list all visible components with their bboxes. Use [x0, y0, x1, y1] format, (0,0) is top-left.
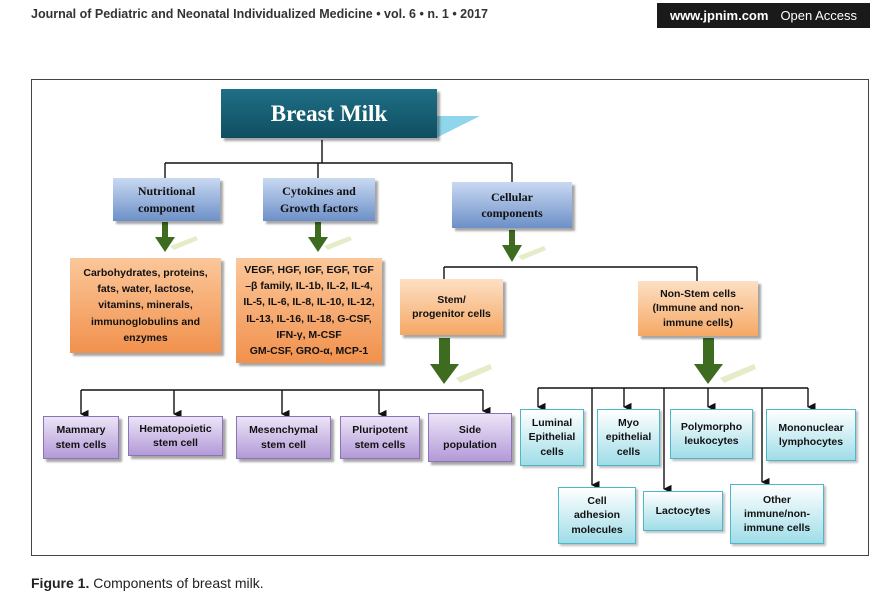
stem-progenitor-cells-box: Stem/ progenitor cells	[400, 279, 503, 335]
open-access-badge[interactable]: www.jpnim.com Open Access	[657, 3, 870, 28]
cytokines-detail-box: VEGF, HGF, IGF, EGF, TGF –β family, IL-1…	[236, 258, 382, 363]
mononuclear-lymphocytes-box: Mononuclear lymphocytes	[766, 409, 856, 461]
cell-adhesion-molecules-box: Cell adhesion molecules	[558, 487, 636, 544]
pluripotent-stem-cells-box: Pluripotent stem cells	[340, 416, 420, 459]
figure-caption-label: Figure 1.	[31, 575, 90, 591]
cellular-components-box: Cellular components	[452, 182, 572, 228]
journal-header: Journal of Pediatric and Neonatal Indivi…	[31, 7, 488, 21]
side-population-box: Side population	[428, 413, 512, 462]
luminal-epithelial-cells-box: Luminal Epithelial cells	[520, 409, 584, 466]
lactocytes-box: Lactocytes	[643, 491, 723, 531]
cytokines-growth-factors-box: Cytokines and Growth factors	[263, 178, 375, 221]
nutritional-detail-box: Carbohydrates, proteins, fats, water, la…	[70, 258, 221, 353]
non-stem-cells-box: Non-Stem cells (Immune and non- immune c…	[638, 281, 758, 336]
figure-frame	[31, 79, 869, 556]
open-access-label: Open Access	[780, 8, 858, 23]
myoepithelial-cells-box: Myo epithelial cells	[597, 409, 660, 466]
other-immune-cells-box: Other immune/non- immune cells	[730, 484, 824, 544]
polymorpho-leukocytes-box: Polymorpho leukocytes	[670, 409, 753, 459]
mammary-stem-cells-box: Mammary stem cells	[43, 416, 119, 459]
journal-website-link[interactable]: www.jpnim.com	[669, 8, 769, 23]
hematopoietic-stem-cell-box: Hematopoietic stem cell	[128, 416, 223, 456]
figure-caption-text: Components of breast milk.	[89, 575, 264, 591]
figure-caption: Figure 1. Components of breast milk.	[31, 575, 264, 591]
mesenchymal-stem-cell-box: Mesenchymal stem cell	[236, 416, 331, 459]
breast-milk-title-box: Breast Milk	[221, 89, 437, 138]
nutritional-component-box: Nutritional component	[113, 178, 220, 221]
